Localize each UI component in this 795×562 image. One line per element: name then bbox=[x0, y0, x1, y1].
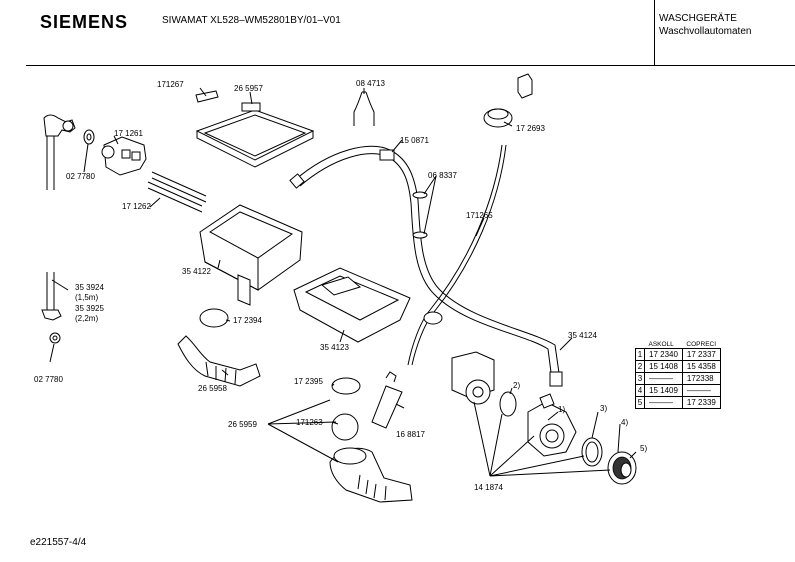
category-line2: Waschvollautomaten bbox=[659, 26, 752, 37]
inlet-valve-part bbox=[101, 136, 147, 176]
table-header-copreci: COPRECI bbox=[686, 340, 717, 348]
label-168817: 16 8817 bbox=[396, 430, 425, 439]
label-068337: 06 8337 bbox=[428, 171, 457, 180]
label-part-5: 5) bbox=[640, 444, 647, 453]
label-027780-top: 02 7780 bbox=[66, 172, 95, 181]
label-part-4: 4) bbox=[621, 418, 628, 427]
model-title: SIWAMAT XL528–WM52801BY/01–V01 bbox=[162, 15, 341, 26]
pump-housing-part bbox=[527, 393, 577, 457]
label-172395: 17 2395 bbox=[294, 377, 323, 386]
rods-part bbox=[147, 171, 207, 213]
label-171262: 17 1262 bbox=[122, 202, 151, 211]
label-172693: 17 2693 bbox=[516, 124, 545, 133]
dispenser-hose-part bbox=[177, 335, 261, 387]
pressure-switch-part bbox=[483, 73, 533, 128]
label-part-3: 3) bbox=[600, 404, 607, 413]
table-row: 4 15 1409 ——— bbox=[635, 384, 721, 397]
washer-ring-part bbox=[83, 129, 95, 145]
label-354123: 35 4123 bbox=[320, 343, 349, 352]
label-part-1: 1) bbox=[558, 405, 565, 414]
label-171261: 17 1261 bbox=[114, 129, 143, 138]
label-part-2: 2) bbox=[513, 381, 520, 390]
ball-part bbox=[331, 413, 359, 441]
header-divider-vertical bbox=[654, 0, 655, 65]
variant-reference-table: ASKOLL COPRECI 1 17 2340 17 2337 2 15 14… bbox=[635, 340, 721, 409]
label-354124: 35 4124 bbox=[568, 331, 597, 340]
label-141874: 14 1874 bbox=[474, 483, 503, 492]
pressure-tube-part bbox=[407, 144, 507, 366]
header-divider bbox=[26, 65, 795, 66]
label-354122: 35 4122 bbox=[182, 267, 211, 276]
document-id: e221557-4/4 bbox=[30, 537, 87, 548]
seal-ring-part bbox=[199, 308, 229, 328]
seal-ring-part-2 bbox=[331, 377, 361, 395]
filter-cap-part bbox=[607, 451, 637, 485]
pump-motor-part bbox=[451, 351, 495, 405]
label-22m: (2,2m) bbox=[75, 314, 98, 323]
label-353924: 35 3924 bbox=[75, 283, 104, 292]
leader-lines bbox=[49, 87, 637, 477]
sump-hose-part bbox=[329, 447, 413, 503]
label-172394: 17 2394 bbox=[233, 316, 262, 325]
table-header-askoll: ASKOLL bbox=[648, 340, 674, 348]
dispenser-housing-part bbox=[293, 267, 411, 343]
label-171267: 171267 bbox=[157, 80, 184, 89]
brand-logo: SIEMENS bbox=[40, 12, 129, 32]
label-353925: 35 3925 bbox=[75, 304, 104, 313]
label-150871: 15 0871 bbox=[400, 136, 429, 145]
dispenser-cover-part bbox=[195, 90, 315, 168]
pump-seal-part bbox=[499, 391, 517, 417]
label-265958: 26 5958 bbox=[198, 384, 227, 393]
label-265957: 26 5957 bbox=[234, 84, 263, 93]
table-row: 1 17 2340 17 2337 bbox=[635, 348, 721, 361]
label-171263: 171263 bbox=[296, 418, 323, 427]
table-row: 3 ——— 172338 bbox=[635, 372, 721, 385]
label-265959: 26 5959 bbox=[228, 420, 257, 429]
hook-part bbox=[353, 91, 375, 126]
label-084713: 08 4713 bbox=[356, 79, 385, 88]
label-027780-bottom: 02 7780 bbox=[34, 375, 63, 384]
table-row: 2 15 1408 15 4358 bbox=[635, 360, 721, 373]
table-row: 5 ——— 17 2339 bbox=[635, 396, 721, 409]
category-line1: WASCHGERÄTE bbox=[659, 13, 737, 24]
filter-part bbox=[371, 371, 403, 429]
inlet-hose-part bbox=[41, 114, 76, 344]
label-15m: (1,5m) bbox=[75, 293, 98, 302]
drain-hose-part bbox=[289, 145, 563, 387]
label-171265: 171265 bbox=[466, 211, 493, 220]
dispenser-drawer-part bbox=[199, 204, 303, 306]
